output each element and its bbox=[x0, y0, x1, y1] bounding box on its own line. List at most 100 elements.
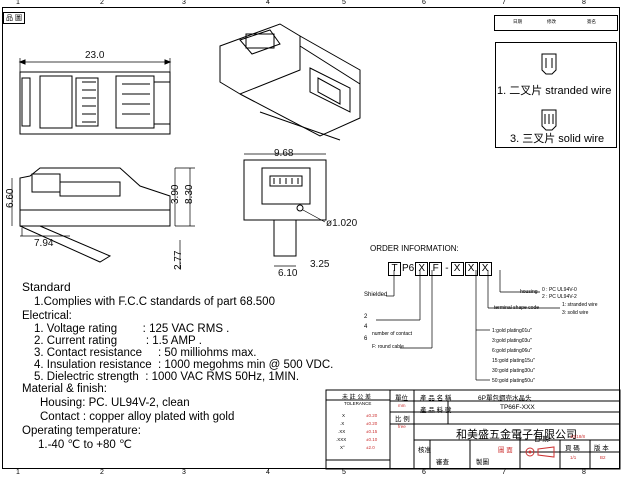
order-shielded: Shielded bbox=[364, 292, 388, 298]
tolerance-value: ±0.15 bbox=[366, 429, 378, 434]
tolerance-title: 未 註 公 差 bbox=[342, 395, 372, 401]
zone-label: 4 bbox=[266, 469, 270, 476]
date-value: 10/18/8 bbox=[570, 434, 586, 439]
tolerance-key: .XX bbox=[338, 429, 346, 434]
zone-label: 8 bbox=[582, 0, 586, 6]
dim-diameter: ø1.020 bbox=[326, 218, 358, 229]
dim-height-3-90: 3.90 bbox=[170, 184, 181, 204]
draw-label: 製圖 bbox=[476, 459, 489, 466]
zone-label: 6 bbox=[422, 0, 426, 6]
order-code-box: X bbox=[415, 262, 429, 276]
order-terminal-option: 3: solid wire bbox=[562, 310, 589, 316]
dim-width-3-25: 3.25 bbox=[310, 259, 330, 270]
zone-label: 1 bbox=[16, 0, 20, 6]
dim-width-6-10: 6.10 bbox=[278, 268, 298, 279]
review-label: 審查 bbox=[436, 459, 449, 466]
revision-change-label: 修改 bbox=[547, 19, 556, 24]
electrical-item: 4. Insulation resistance : 1000 megohms … bbox=[34, 359, 334, 371]
order-plating-option: 30:gold plating30u" bbox=[492, 368, 535, 374]
standard-complies: 1.Complies with F.C.C standards of part … bbox=[34, 296, 275, 308]
order-housing-label: housing bbox=[520, 289, 538, 295]
zone-row-bottom: 1 2 3 4 5 6 7 8 bbox=[2, 469, 620, 477]
title-block bbox=[325, 389, 621, 470]
order-plating-option: 3:gold plating03u" bbox=[492, 338, 532, 344]
zone-label: 2 bbox=[100, 469, 104, 476]
order-terminal-label: terminal shape code bbox=[494, 305, 540, 311]
scale-label: 比 例 bbox=[395, 416, 410, 423]
projection-symbol-icon bbox=[525, 446, 555, 458]
temperature-title: Operating temperature: bbox=[22, 425, 141, 437]
electrical-item: 5. Dielectric strength : 1000 VAC RMS 50… bbox=[34, 371, 300, 383]
product-name-label: 產 品 名 稱 bbox=[420, 395, 452, 402]
zone-label: 5 bbox=[342, 469, 346, 476]
order-code-box: X bbox=[450, 262, 464, 276]
material-title: Material & finish: bbox=[22, 383, 108, 395]
tolerance-key: .X bbox=[340, 421, 345, 426]
order-code-box: X bbox=[478, 262, 492, 276]
wire-type-stranded: 1. 二叉片 stranded wire bbox=[497, 85, 612, 97]
solid-terminal-icon bbox=[541, 109, 557, 131]
tolerance-value: ±0.10 bbox=[366, 437, 378, 442]
tolerance-value: ±0.20 bbox=[366, 413, 378, 418]
order-terminal-option: 1: stranded wire bbox=[562, 302, 598, 308]
unit-value: mm bbox=[398, 403, 406, 408]
electrical-item: 2. Current rating : 1.5 AMP . bbox=[34, 335, 202, 347]
zone-label: 5 bbox=[342, 0, 346, 6]
material-housing: Housing: PC. UL94V-2, clean bbox=[40, 397, 190, 409]
side-view-outline bbox=[19, 71, 171, 135]
electrical-item: 3. Contact resistance : 50 milliohms max… bbox=[34, 347, 257, 359]
zone-label: 2 bbox=[100, 0, 104, 6]
zone-label: 8 bbox=[582, 469, 586, 476]
unit-label: 單位 bbox=[395, 395, 408, 402]
wire-type-solid: 3. 三叉片 solid wire bbox=[510, 133, 605, 145]
zone-label: 7 bbox=[502, 469, 506, 476]
order-housing-option: 0 : PC UL94V-0 bbox=[542, 287, 577, 293]
zone-label: 7 bbox=[502, 0, 506, 6]
dim-length: 23.0 bbox=[85, 50, 105, 61]
sheet-value: 1/1 bbox=[570, 455, 577, 460]
version-value: B2 bbox=[600, 455, 606, 460]
part-number-label: 產 品 料 號 bbox=[420, 407, 452, 414]
sheet-tag: 品 圖 bbox=[3, 12, 25, 24]
zone-row-top: 1 2 3 4 5 6 7 8 bbox=[2, 0, 620, 7]
dim-width-7-94: 7.94 bbox=[34, 238, 54, 249]
company-name: 和美盛五金電子有限公司 bbox=[456, 429, 577, 441]
wire-type-box bbox=[495, 42, 617, 148]
order-contact-4: 4 bbox=[364, 324, 368, 330]
tolerance-subtitle: TOLERANCE bbox=[344, 401, 372, 406]
zone-label: 6 bbox=[422, 469, 426, 476]
tolerance-key: .XXX bbox=[336, 437, 347, 442]
order-plating-option: 6:gold plating06u" bbox=[492, 348, 532, 354]
sheet-label: 頁 碼 bbox=[565, 445, 580, 452]
dim-height-2-77: 2.77 bbox=[173, 250, 184, 270]
product-name-value: 6P單包鋼壳水晶头 bbox=[478, 395, 532, 402]
stranded-terminal-icon bbox=[541, 53, 557, 75]
material-contact: Contact : copper alloy plated with gold bbox=[40, 411, 235, 423]
revision-sign-label: 簽名 bbox=[587, 19, 596, 24]
drawing-frame bbox=[2, 7, 620, 469]
order-code-box: F bbox=[429, 262, 443, 276]
zone-label: 1 bbox=[16, 469, 20, 476]
zone-label: 3 bbox=[182, 0, 186, 6]
iso-view-front bbox=[219, 23, 301, 95]
order-number-of-contact: number of contact bbox=[372, 331, 413, 337]
order-round-cable: F: round cable bbox=[372, 344, 404, 350]
front-view-outline bbox=[19, 167, 171, 227]
order-contact-2: 2 bbox=[364, 314, 368, 320]
dim-height-8-30: 8.30 bbox=[184, 184, 195, 204]
approve-label: 核准 bbox=[418, 447, 431, 454]
part-number-value: TP66F-XXX bbox=[500, 404, 535, 411]
order-plating-option: 15:gold plating15u" bbox=[492, 358, 535, 364]
revision-block: 日期 修改 簽名 bbox=[494, 15, 618, 31]
order-plating-option: 50:gold plating50u" bbox=[492, 378, 535, 384]
tolerance-key: X° bbox=[340, 445, 345, 450]
tolerance-value: ±0.20 bbox=[366, 421, 378, 426]
date-label: 日 期: bbox=[534, 436, 551, 443]
tolerance-value: ±2.0 bbox=[366, 445, 375, 450]
electrical-title: Electrical: bbox=[22, 310, 72, 322]
order-code-box: T bbox=[388, 262, 401, 276]
end-view-outline bbox=[243, 159, 327, 221]
zone-label: 3 bbox=[182, 469, 186, 476]
